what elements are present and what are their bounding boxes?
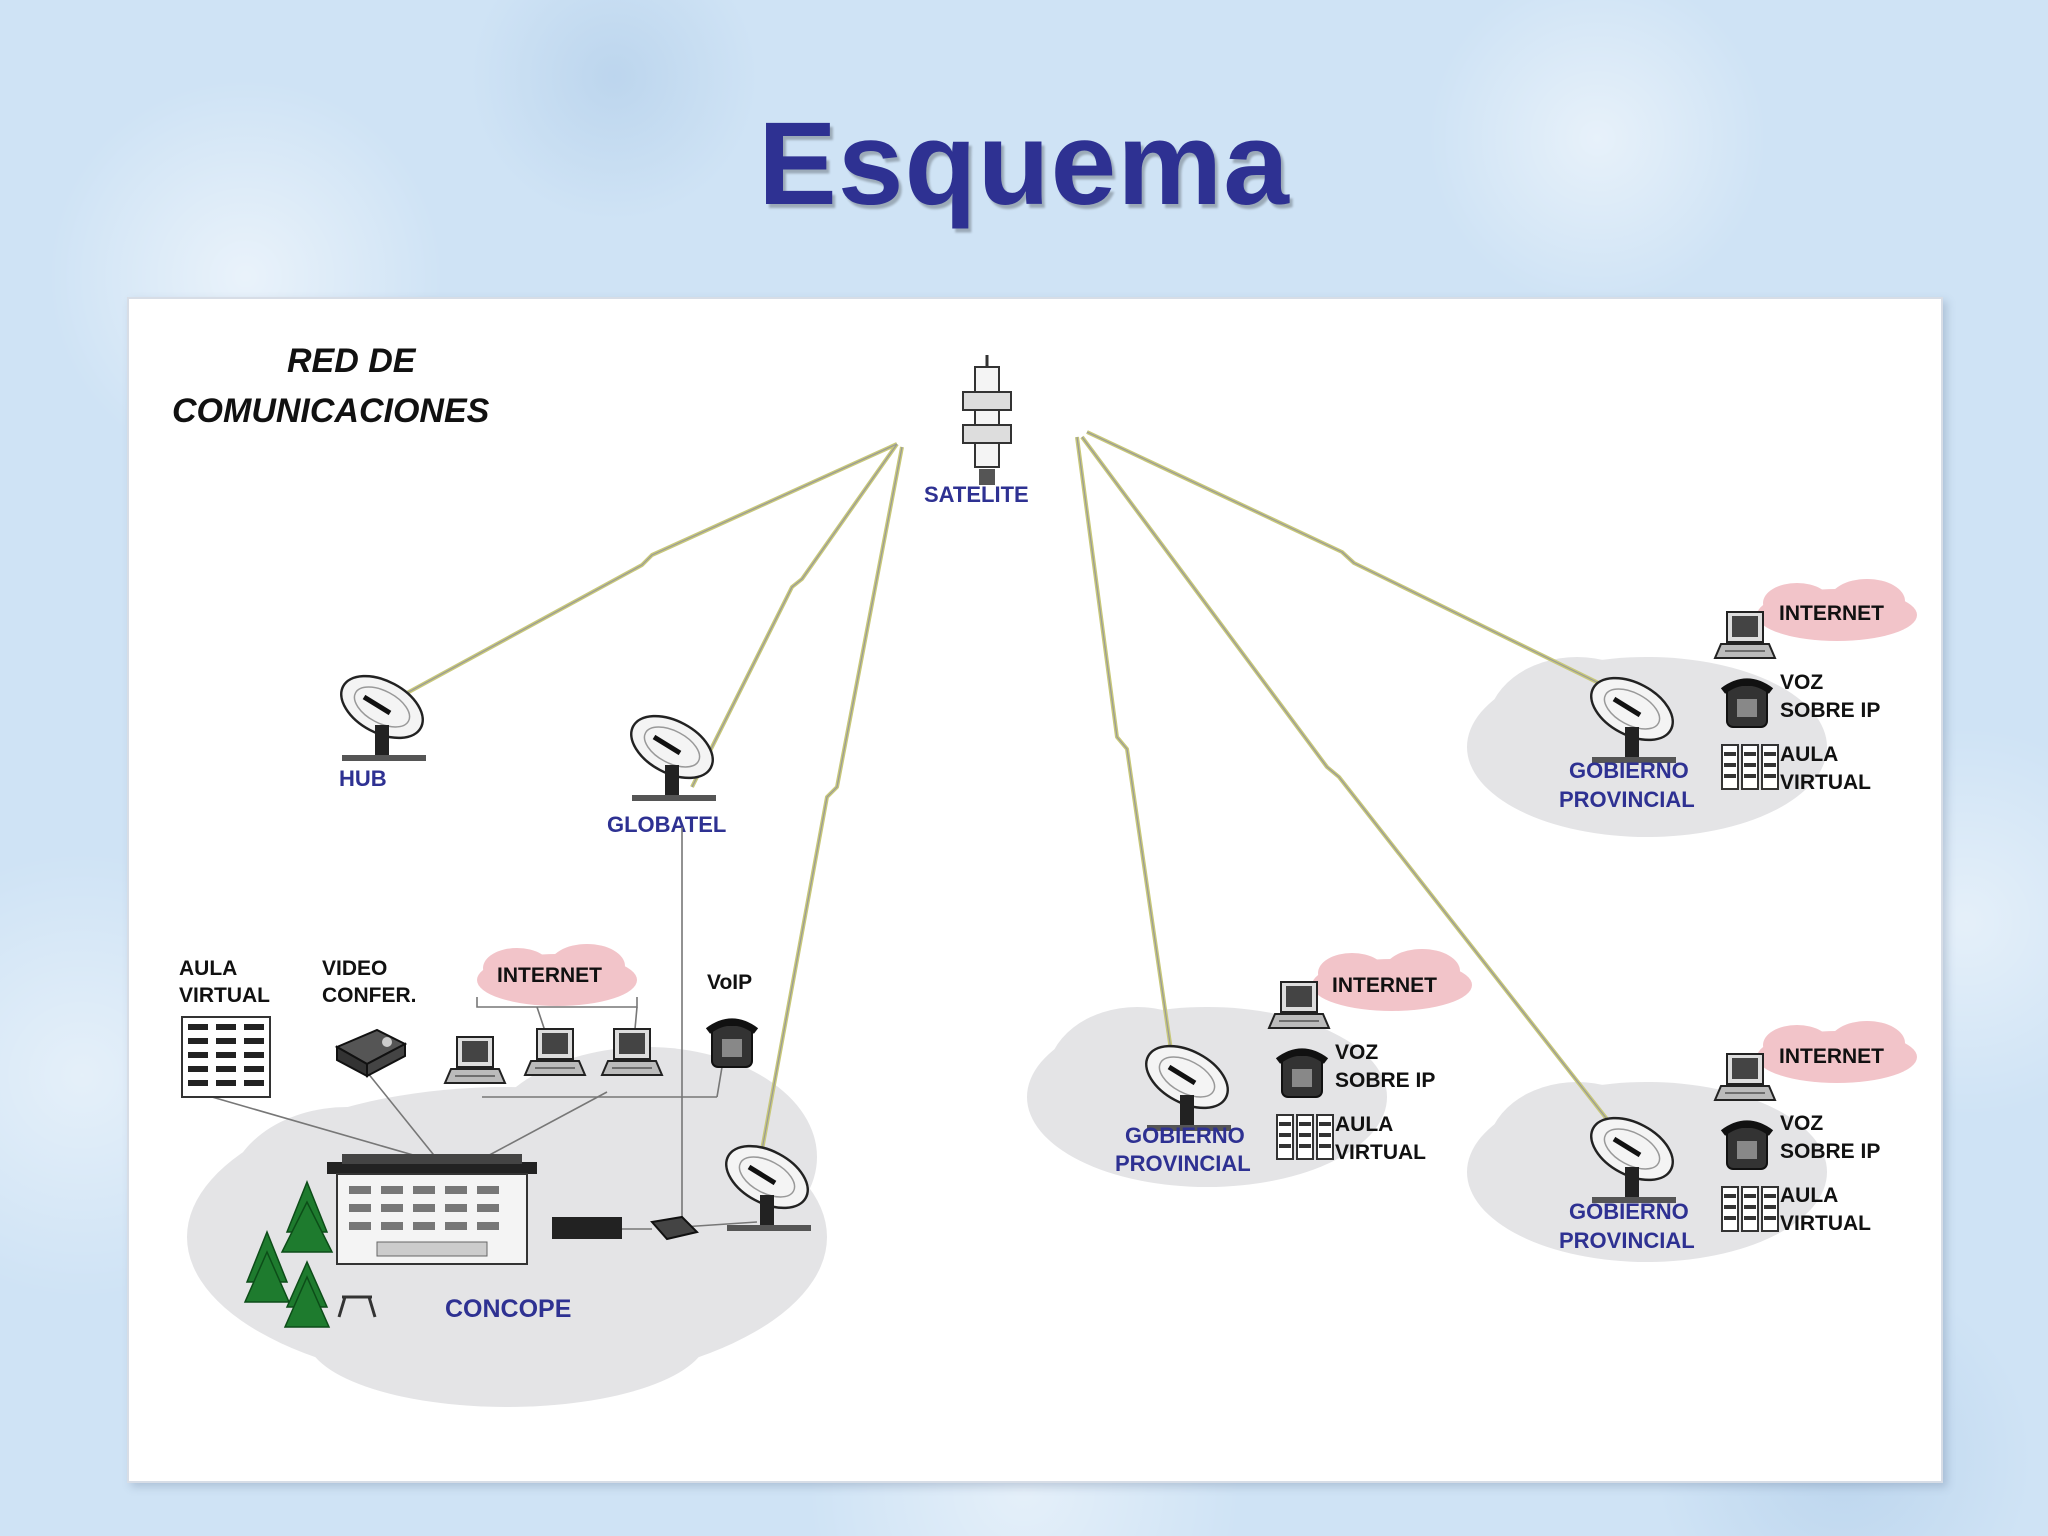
provincial-2-name-line2: PROVINCIAL [1559,787,1695,812]
concope-aula-line2: VIRTUAL [179,984,270,1007]
concope-site: AULA VIRTUAL VIDEO CONFER. INTERNET VoIP [179,827,818,1328]
provincial-1-voz-line2: SOBRE IP [1335,1069,1435,1092]
provincial-1-internet-label: INTERNET [1332,974,1437,997]
provincial-3-internet-label: INTERNET [1779,1045,1884,1068]
link-concope [755,446,904,1178]
provincial-3-aula-line1: AULA [1780,1184,1838,1207]
diagram-heading-line1: RED DE [287,342,417,380]
provincial-3-name-line1: GOBIERNO [1569,1199,1689,1224]
video-conf-line1: VIDEO [322,957,387,980]
concope-aula-line1: AULA [179,957,237,980]
concope-aula-rack-icon [181,1016,271,1098]
concope-pc-icon-2 [524,1028,586,1076]
hub-label: HUB [339,766,387,791]
provincial-3-aula-line2: VIRTUAL [1780,1212,1871,1235]
satellite-icon [962,355,1012,485]
provincial-2-aula-rack-icon [1720,743,1780,791]
concope-voip-label: VoIP [707,971,752,994]
provincial-3-aula-rack-icon [1720,1185,1780,1233]
provincial-1-phone-icon [1278,1052,1326,1097]
provincial-2-phone-icon [1723,682,1771,727]
concope-label: CONCOPE [445,1295,571,1323]
link-globatel [690,442,899,788]
provincial-2-voz-line1: VOZ [1780,671,1823,694]
concope-router-icon [650,1215,699,1241]
concope-internet-label: INTERNET [497,964,602,987]
provincial-1-name-line1: GOBIERNO [1125,1123,1245,1148]
satellite-label: SATELITE [924,482,1029,507]
provincial-3-name-line2: PROVINCIAL [1559,1228,1695,1253]
provincial-site-2: INTERNET VOZ SOBRE IP AULA VIRTUAL GOBIE… [1559,579,1917,812]
video-conference-icon [334,1028,408,1078]
provincial-1-aula-line2: VIRTUAL [1335,1141,1426,1164]
provincial-1-aula-line1: AULA [1335,1113,1393,1136]
tree-icons [243,1179,334,1328]
provincial-2-voz-line2: SOBRE IP [1780,699,1880,722]
concope-building-icon [327,1154,537,1265]
provincial-1-voz-line1: VOZ [1335,1041,1378,1064]
provincial-2-aula-line1: AULA [1780,743,1838,766]
hub-dish-icon [331,663,433,761]
provincial-1-name-line2: PROVINCIAL [1115,1151,1251,1176]
slide-title: Esquema [758,98,1290,230]
link-provincial-1 [1075,436,1174,1058]
link-hub [371,442,898,714]
concope-modem-icon [552,1217,622,1239]
network-diagram: RED DE COMUNICACIONES [172,342,1917,1407]
concope-voip-phone-icon [708,1022,756,1067]
provincial-site-3: INTERNET VOZ SOBRE IP AULA VIRTUAL GOBIE… [1559,1021,1917,1253]
provincial-site-1: INTERNET VOZ SOBRE IP AULA VIRTUAL GOBIE… [1115,949,1472,1176]
provincial-1-aula-rack-icon [1275,1113,1335,1161]
video-conf-line2: CONFER. [322,984,417,1007]
provincial-2-aula-line2: VIRTUAL [1780,771,1871,794]
provincial-3-voz-line2: SOBRE IP [1780,1140,1880,1163]
satellite-links [371,430,1619,1178]
concope-pc-icon-1 [444,1036,506,1084]
diagram-heading-line2: COMUNICACIONES [172,392,490,430]
provincial-2-name-line1: GOBIERNO [1569,758,1689,783]
provincial-2-internet-label: INTERNET [1779,602,1884,625]
bench-icon [337,1295,377,1318]
globatel-label: GLOBATEL [607,812,726,837]
provincial-3-phone-icon [1723,1124,1771,1169]
globatel-dish-icon [621,703,723,801]
provincial-3-voz-line1: VOZ [1780,1112,1823,1135]
